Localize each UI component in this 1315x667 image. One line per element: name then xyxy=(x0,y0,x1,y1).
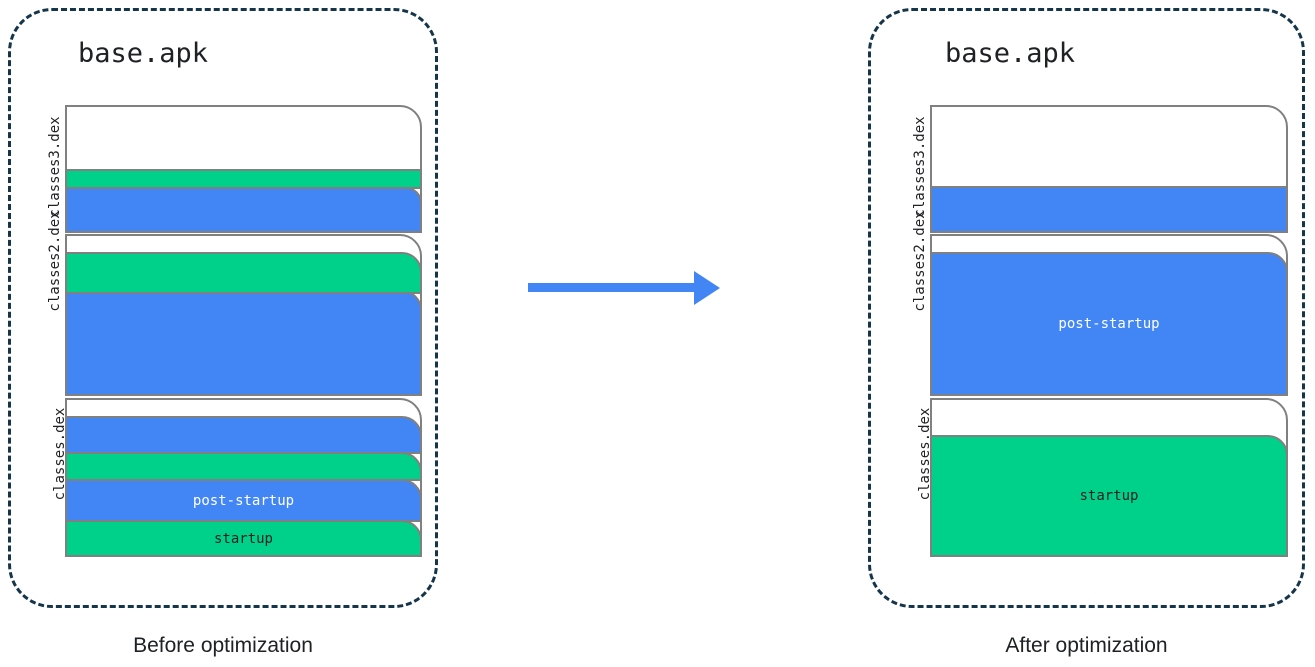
segment-post-startup-labeled: post-startup xyxy=(65,479,422,522)
segment-startup xyxy=(65,169,422,189)
dex-label-classes2-after: classes2.dex xyxy=(912,210,928,312)
segment-post-startup-labeled: post-startup xyxy=(930,252,1288,396)
transformation-arrow xyxy=(528,270,720,306)
apk-title-before: base.apk xyxy=(78,38,209,69)
segment-post-startup xyxy=(930,186,1288,233)
caption-before: Before optimization xyxy=(133,634,313,657)
segment-post-startup xyxy=(65,416,422,454)
caption-after: After optimization xyxy=(1005,634,1168,657)
segment-startup-labeled: startup xyxy=(930,435,1288,557)
dex-box-classes-after: startup xyxy=(930,398,1288,557)
segment-startup xyxy=(65,452,422,481)
segment-startup-labeled: startup xyxy=(65,520,422,557)
apk-container-before xyxy=(8,8,438,608)
segment-startup xyxy=(65,252,422,294)
dex-box-classes2-after: post-startup xyxy=(930,234,1288,396)
arrow-shaft xyxy=(528,283,696,292)
dex-box-classes3-after xyxy=(930,105,1288,233)
dex-box-classes2-before xyxy=(65,234,422,396)
dex-label-classes2-before: classes2.dex xyxy=(47,210,63,312)
dex-box-classes-before: post-startup startup xyxy=(65,398,422,557)
dex-box-classes3-before xyxy=(65,105,422,233)
arrow-head-icon xyxy=(694,271,720,305)
segment-post-startup xyxy=(65,290,422,396)
apk-title-after: base.apk xyxy=(945,38,1076,69)
apk-container-after xyxy=(868,8,1305,608)
segment-post-startup xyxy=(65,187,422,233)
